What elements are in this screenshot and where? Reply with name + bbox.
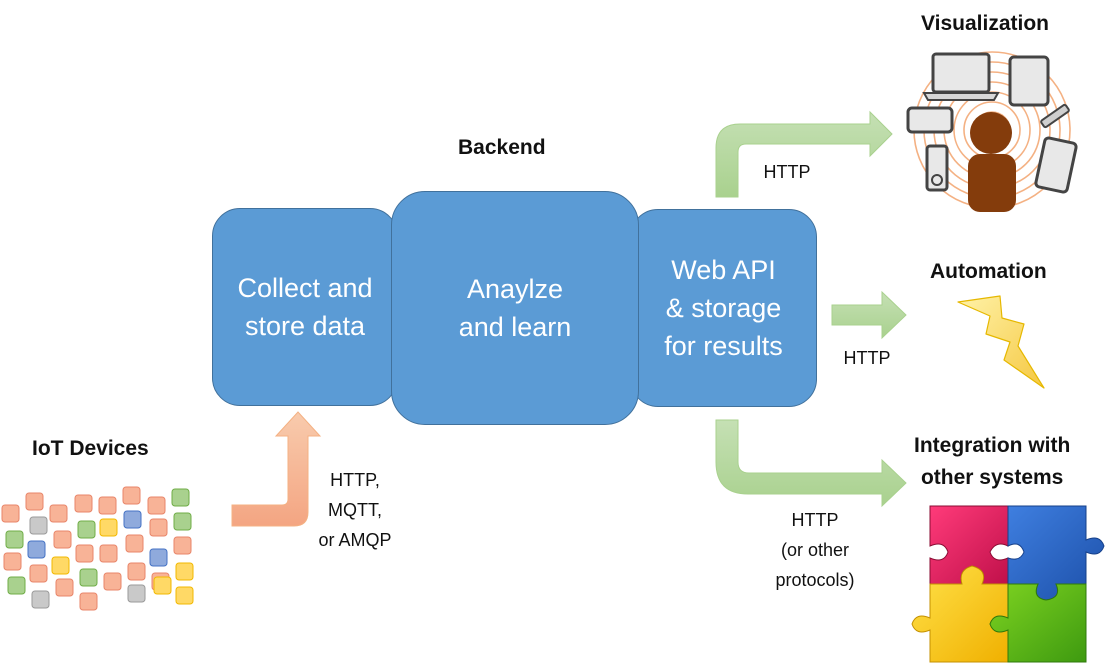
device-tile [98, 496, 117, 515]
device-tile [103, 572, 122, 591]
input-arrow [231, 411, 322, 527]
analyze-learn-box: Anaylze and learn [391, 191, 639, 425]
webapi-storage-label: Web API & storage for results [664, 255, 783, 361]
device-tile [175, 562, 194, 581]
puzzle-pieces-icon [911, 505, 1105, 663]
device-tile [7, 576, 26, 595]
webapi-storage-box: Web API & storage for results [630, 209, 817, 407]
collect-store-box: Collect and store data [212, 208, 398, 406]
collect-store-label: Collect and store data [237, 273, 373, 341]
device-tile [153, 576, 172, 595]
device-tile [127, 562, 146, 581]
person-with-devices-icon [906, 51, 1078, 212]
device-tile [55, 578, 74, 597]
device-tile [74, 494, 93, 513]
device-tile [75, 544, 94, 563]
device-tile [149, 548, 168, 567]
device-tile [29, 516, 48, 535]
device-tile [173, 512, 192, 531]
device-tile [27, 540, 46, 559]
automation-arrow [831, 290, 907, 340]
device-tile [5, 530, 24, 549]
device-tile [127, 584, 146, 603]
device-tile [171, 488, 190, 507]
device-tile [173, 536, 192, 555]
device-tile [77, 520, 96, 539]
device-tile [49, 504, 68, 523]
device-tile [25, 492, 44, 511]
device-tile [99, 544, 118, 563]
automation-heading: Automation [930, 260, 1047, 283]
visualization-arrow [715, 110, 893, 198]
device-tile [1, 504, 20, 523]
device-tile [123, 510, 142, 529]
integration-heading: Integration with other systems [914, 434, 1071, 489]
device-tile [175, 586, 194, 605]
integration-protocol-label: HTTP (or other protocols) [775, 510, 855, 590]
lightning-bolt-icon [957, 295, 1045, 389]
device-tile [147, 496, 166, 515]
device-tile [79, 592, 98, 611]
device-tile [29, 564, 48, 583]
device-tile [149, 518, 168, 537]
visualization-heading: Visualization [921, 12, 1049, 35]
visualization-protocol-label: HTTP [763, 162, 811, 182]
device-tile [31, 590, 50, 609]
device-tile [122, 486, 141, 505]
iot-devices-heading: IoT Devices [32, 437, 149, 460]
devices-protocol-label: HTTP, MQTT, or AMQP [318, 470, 392, 550]
device-tile [79, 568, 98, 587]
integration-arrow [715, 419, 907, 508]
analyze-learn-label: Anaylze and learn [458, 274, 572, 342]
automation-protocol-label: HTTP [843, 348, 891, 368]
device-tile [51, 556, 70, 575]
device-tile [125, 534, 144, 553]
device-tile [53, 530, 72, 549]
device-tile [3, 552, 22, 571]
device-tiles-icon [1, 486, 194, 611]
backend-heading: Backend [458, 136, 546, 159]
device-tile [99, 518, 118, 537]
